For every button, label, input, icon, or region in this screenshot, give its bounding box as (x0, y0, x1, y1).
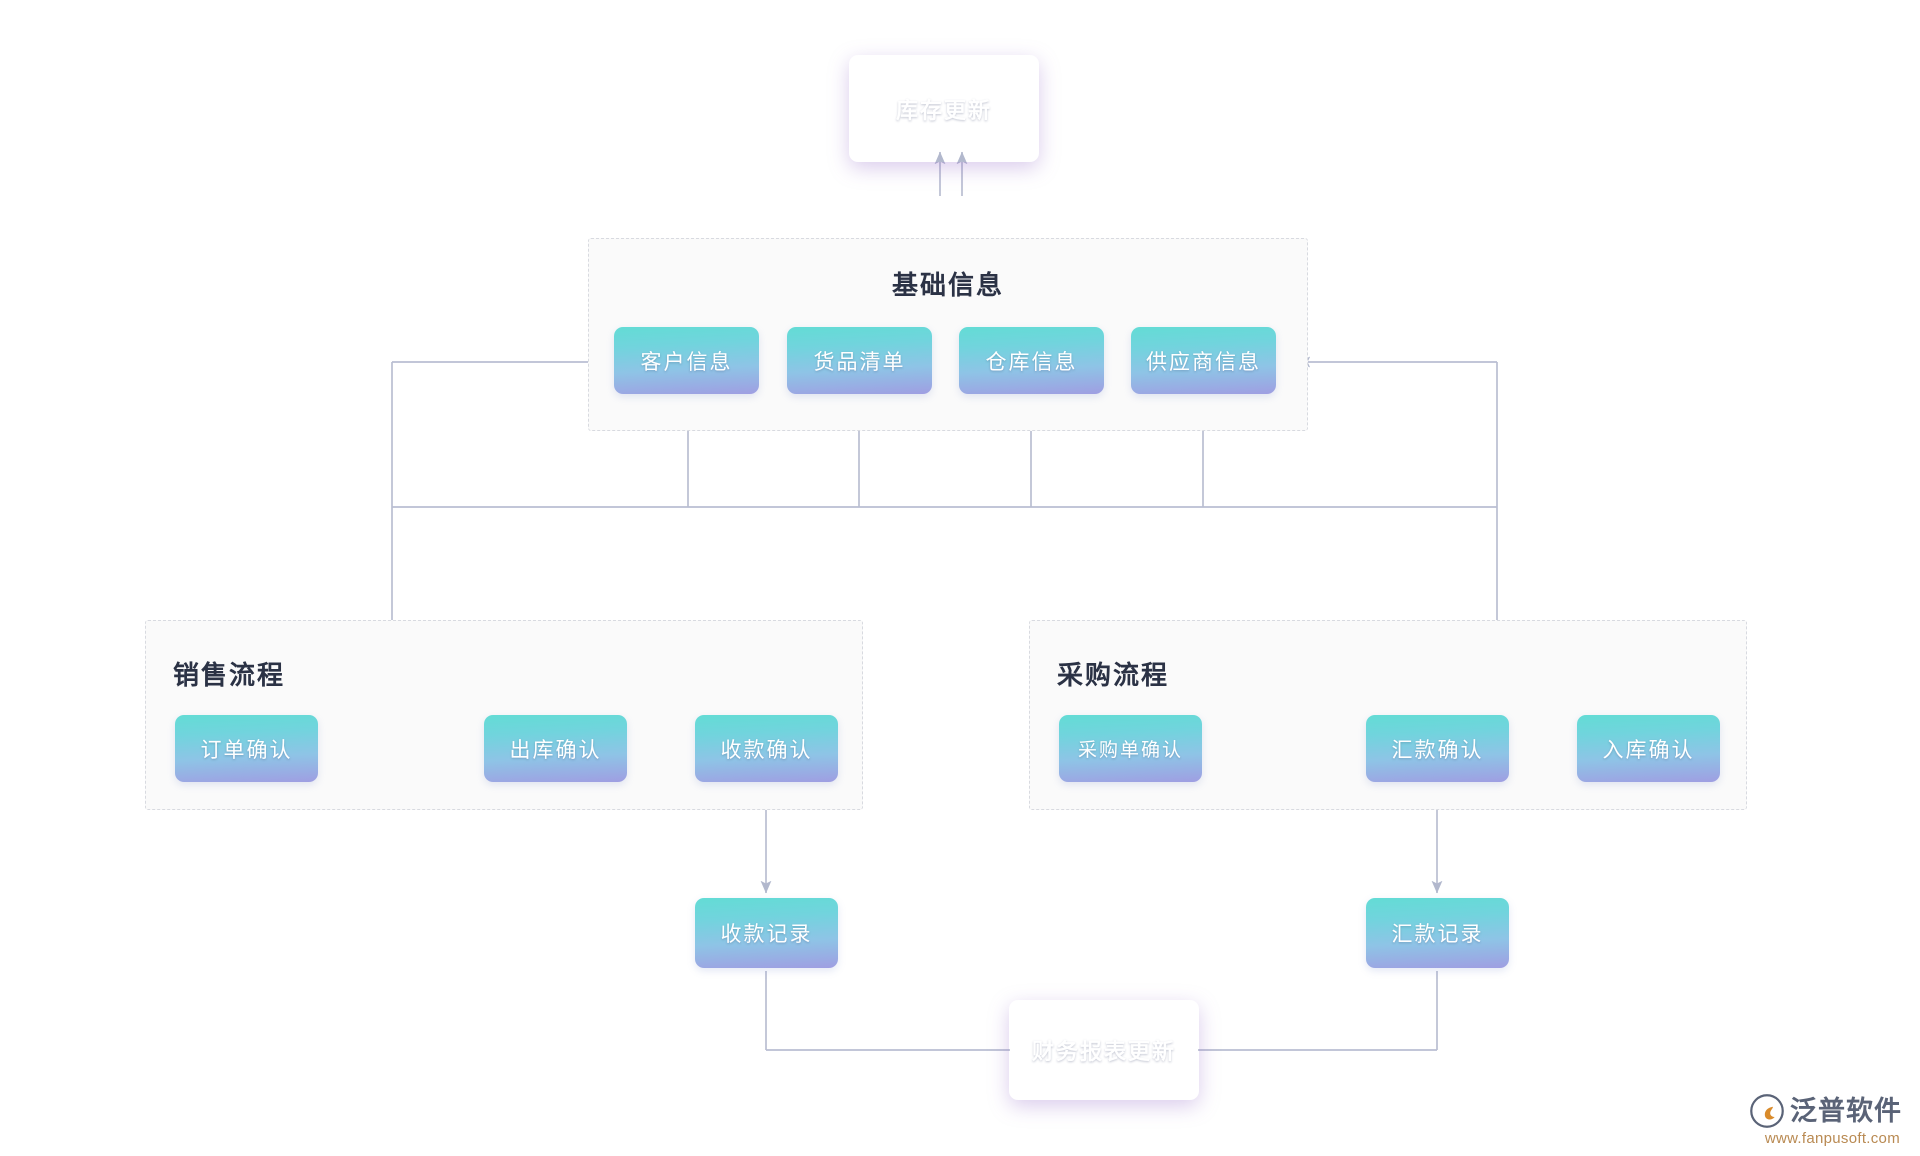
node-label: 出库确认 (509, 738, 602, 762)
node-label: 仓库信息 (985, 350, 1078, 374)
fanpu-logo-icon (1750, 1094, 1784, 1128)
node-label: 订单确认 (200, 738, 293, 762)
node-receipt-confirm[interactable]: 收款确认 (695, 715, 838, 782)
node-remittance-record[interactable]: 汇款记录 (1366, 898, 1509, 968)
node-label: 库存更新 (895, 97, 992, 123)
node-purchase-order-confirm[interactable]: 采购单确认 (1059, 715, 1202, 782)
node-label: 收款确认 (720, 738, 813, 762)
node-goods-list[interactable]: 货品清单 (787, 327, 932, 394)
node-inventory-update[interactable]: 库存更新 (849, 55, 1039, 162)
node-label: 入库确认 (1602, 738, 1695, 762)
node-label: 收款记录 (720, 923, 813, 946)
node-label: 汇款记录 (1391, 923, 1484, 946)
node-label: 采购单确认 (1077, 740, 1183, 761)
node-receipt-record[interactable]: 收款记录 (695, 898, 838, 968)
watermark: 泛普软件 www.fanpusoft.com (1750, 1094, 1902, 1146)
group-title-purchase-process: 采购流程 (1057, 660, 1170, 690)
node-label: 财务报表更新 (1031, 1039, 1176, 1064)
group-title-base-info: 基础信息 (891, 270, 1004, 300)
node-order-confirm[interactable]: 订单确认 (175, 715, 318, 782)
node-label: 供应商信息 (1146, 350, 1261, 374)
node-label: 汇款确认 (1391, 738, 1484, 762)
node-supplier-info[interactable]: 供应商信息 (1131, 327, 1276, 394)
node-inbound-confirm[interactable]: 入库确认 (1577, 715, 1720, 782)
watermark-brand: 泛普软件 (1790, 1095, 1902, 1126)
node-label: 货品清单 (813, 350, 906, 374)
node-warehouse-info[interactable]: 仓库信息 (959, 327, 1104, 394)
watermark-url: www.fanpusoft.com (1764, 1130, 1900, 1147)
node-label: 客户信息 (640, 350, 733, 374)
node-financial-report-update[interactable]: 财务报表更新 (1009, 1000, 1199, 1100)
node-remittance-confirm[interactable]: 汇款确认 (1366, 715, 1509, 782)
group-title-sales-process: 销售流程 (173, 660, 286, 690)
node-outbound-confirm[interactable]: 出库确认 (484, 715, 627, 782)
node-customer-info[interactable]: 客户信息 (614, 327, 759, 394)
